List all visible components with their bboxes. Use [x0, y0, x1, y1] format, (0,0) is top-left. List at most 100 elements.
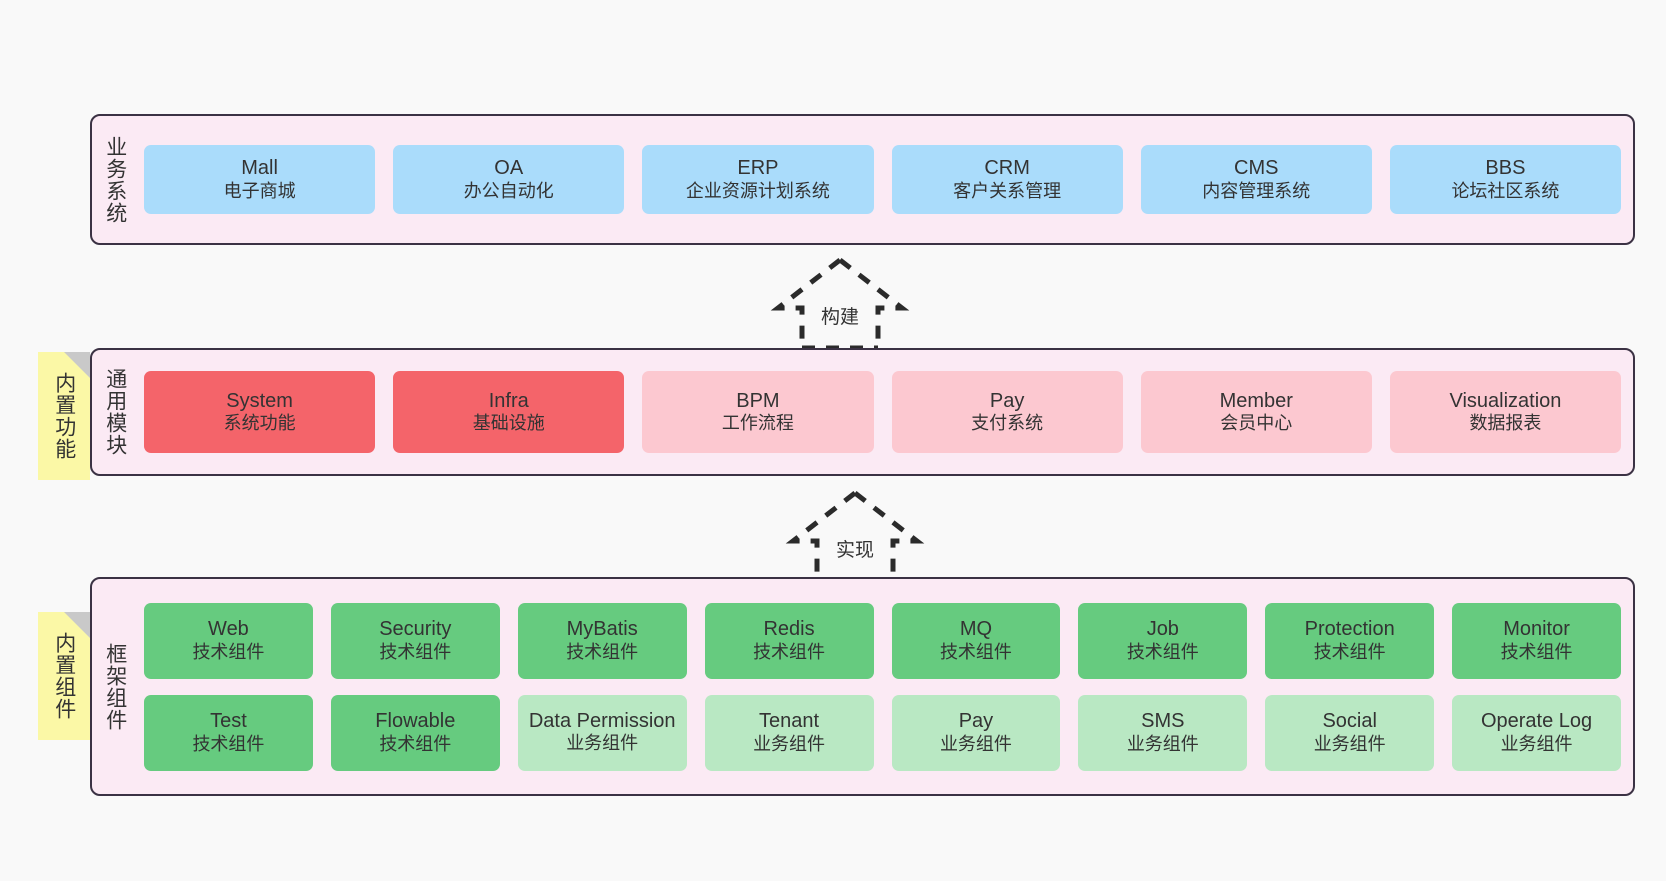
card-crm[interactable]: CRM 客户关系管理	[891, 145, 1123, 214]
card-bbs[interactable]: BBS 论坛社区系统	[1389, 145, 1622, 214]
card-subtitle: 技术组件	[566, 641, 639, 662]
card-title: Operate Log	[1480, 710, 1593, 733]
card-title: MyBatis	[566, 618, 638, 641]
card-subtitle: 支付系统	[971, 413, 1044, 434]
card-cms[interactable]: CMS 内容管理系统	[1140, 145, 1372, 214]
card-visualization[interactable]: Visualization 数据报表	[1389, 371, 1622, 453]
card-subtitle: 数据报表	[1469, 413, 1542, 434]
layer-framework-components: 框架组件 Web 技术组件 Security 技术组件 MyBatis 技术组件…	[90, 577, 1635, 796]
business-systems-row: Mall 电子商城 OA 办公自动化 ERP 企业资源计划系统 CRM 客户关系…	[144, 145, 1622, 214]
card-pay-component[interactable]: Pay 业务组件	[891, 694, 1061, 771]
card-subtitle: 工作流程	[721, 413, 794, 434]
card-subtitle: 会员中心	[1220, 413, 1293, 434]
note-label: 内置功能	[52, 372, 76, 460]
card-subtitle: 技术组件	[1126, 641, 1199, 662]
card-tenant[interactable]: Tenant 业务组件	[704, 694, 874, 771]
layer-body-framework-components: Web 技术组件 Security 技术组件 MyBatis 技术组件 Redi…	[138, 579, 1633, 794]
card-subtitle: 业务组件	[1126, 733, 1199, 754]
note-builtin-components: 内置组件	[38, 612, 90, 740]
card-redis[interactable]: Redis 技术组件	[704, 602, 874, 679]
card-title: Visualization	[1449, 389, 1562, 412]
card-subtitle: 业务组件	[1313, 733, 1386, 754]
card-mybatis[interactable]: MyBatis 技术组件	[517, 602, 687, 679]
arrow-build-label: 构建	[818, 302, 862, 329]
card-sms[interactable]: SMS 业务组件	[1078, 694, 1248, 771]
card-title: Redis	[763, 618, 815, 641]
card-title: Data Permission	[528, 710, 676, 733]
card-title: Pay	[989, 389, 1025, 412]
card-operate-log[interactable]: Operate Log 业务组件	[1452, 694, 1621, 771]
card-pay-module[interactable]: Pay 支付系统	[891, 371, 1123, 453]
card-security[interactable]: Security 技术组件	[330, 602, 500, 679]
card-subtitle: 技术组件	[379, 733, 452, 754]
card-infra[interactable]: Infra 基础设施	[393, 371, 625, 453]
card-monitor[interactable]: Monitor 技术组件	[1452, 602, 1621, 679]
card-subtitle: 业务组件	[1500, 733, 1573, 754]
layer-title-common-modules: 通用模块	[103, 368, 127, 456]
card-subtitle: 技术组件	[1500, 641, 1573, 662]
card-bpm[interactable]: BPM 工作流程	[642, 371, 874, 453]
layer-common-modules: 通用模块 System 系统功能 Infra 基础设施 BPM 工作流程 Pay…	[90, 348, 1635, 476]
arrow-implement-label: 实现	[833, 535, 877, 562]
arrow-implement: 实现	[775, 489, 935, 584]
card-title: Tenant	[759, 710, 820, 733]
layer-business-systems: 业务系统 Mall 电子商城 OA 办公自动化 ERP 企业资源计划系统 CRM…	[90, 114, 1635, 245]
card-subtitle: 业务组件	[566, 732, 639, 753]
layer-body-common-modules: System 系统功能 Infra 基础设施 BPM 工作流程 Pay 支付系统…	[138, 350, 1633, 474]
card-subtitle: 技术组件	[753, 641, 826, 662]
card-title: Job	[1146, 618, 1179, 641]
card-title: Monitor	[1503, 618, 1570, 641]
card-title: ERP	[737, 157, 779, 180]
card-title: Security	[379, 618, 452, 641]
layer-title-business-systems: 业务系统	[103, 135, 127, 224]
card-title: Web	[208, 618, 249, 641]
card-title: BBS	[1485, 157, 1526, 180]
card-subtitle: 技术组件	[192, 641, 265, 662]
layer-title-framework-components: 框架组件	[103, 642, 127, 731]
card-title: CRM	[984, 157, 1030, 180]
card-subtitle: 系统功能	[223, 413, 296, 434]
card-title: Flowable	[375, 710, 456, 733]
card-system[interactable]: System 系统功能	[144, 371, 376, 453]
card-member[interactable]: Member 会员中心	[1140, 371, 1372, 453]
card-subtitle: 技术组件	[1313, 641, 1386, 662]
card-subtitle: 电子商城	[223, 180, 296, 201]
card-title: Member	[1219, 389, 1293, 412]
card-subtitle: 技术组件	[379, 641, 452, 662]
card-data-permission[interactable]: Data Permission 业务组件	[517, 694, 687, 771]
layer-body-business-systems: Mall 电子商城 OA 办公自动化 ERP 企业资源计划系统 CRM 客户关系…	[138, 116, 1633, 243]
card-title: System	[226, 389, 293, 412]
card-subtitle: 技术组件	[939, 641, 1012, 662]
framework-components-row-1: Web 技术组件 Security 技术组件 MyBatis 技术组件 Redi…	[144, 602, 1621, 679]
card-title: Pay	[958, 710, 994, 733]
card-title: BPM	[736, 389, 780, 412]
card-title: Test	[210, 710, 247, 733]
note-builtin-functions: 内置功能	[38, 352, 90, 480]
card-social[interactable]: Social 业务组件	[1265, 694, 1435, 771]
card-title: Protection	[1304, 618, 1395, 641]
card-flowable[interactable]: Flowable 技术组件	[330, 694, 500, 771]
card-subtitle: 办公自动化	[463, 180, 554, 201]
card-protection[interactable]: Protection 技术组件	[1265, 602, 1435, 679]
card-title: CMS	[1234, 157, 1279, 180]
card-subtitle: 业务组件	[939, 733, 1012, 754]
card-subtitle: 客户关系管理	[953, 180, 1062, 201]
card-title: Infra	[488, 389, 529, 412]
card-subtitle: 企业资源计划系统	[685, 180, 830, 201]
card-subtitle: 技术组件	[192, 733, 265, 754]
card-subtitle: 业务组件	[753, 733, 826, 754]
card-mall[interactable]: Mall 电子商城	[144, 145, 376, 214]
card-title: OA	[494, 157, 524, 180]
card-erp[interactable]: ERP 企业资源计划系统	[642, 145, 874, 214]
card-web[interactable]: Web 技术组件	[144, 602, 313, 679]
card-title: MQ	[959, 618, 993, 641]
card-job[interactable]: Job 技术组件	[1078, 602, 1248, 679]
card-test[interactable]: Test 技术组件	[144, 694, 313, 771]
arrow-build: 构建	[760, 256, 920, 351]
card-mq[interactable]: MQ 技术组件	[891, 602, 1061, 679]
common-modules-row: System 系统功能 Infra 基础设施 BPM 工作流程 Pay 支付系统…	[144, 371, 1622, 453]
card-oa[interactable]: OA 办公自动化	[393, 145, 625, 214]
card-subtitle: 论坛社区系统	[1451, 180, 1560, 201]
card-title: Social	[1322, 710, 1377, 733]
